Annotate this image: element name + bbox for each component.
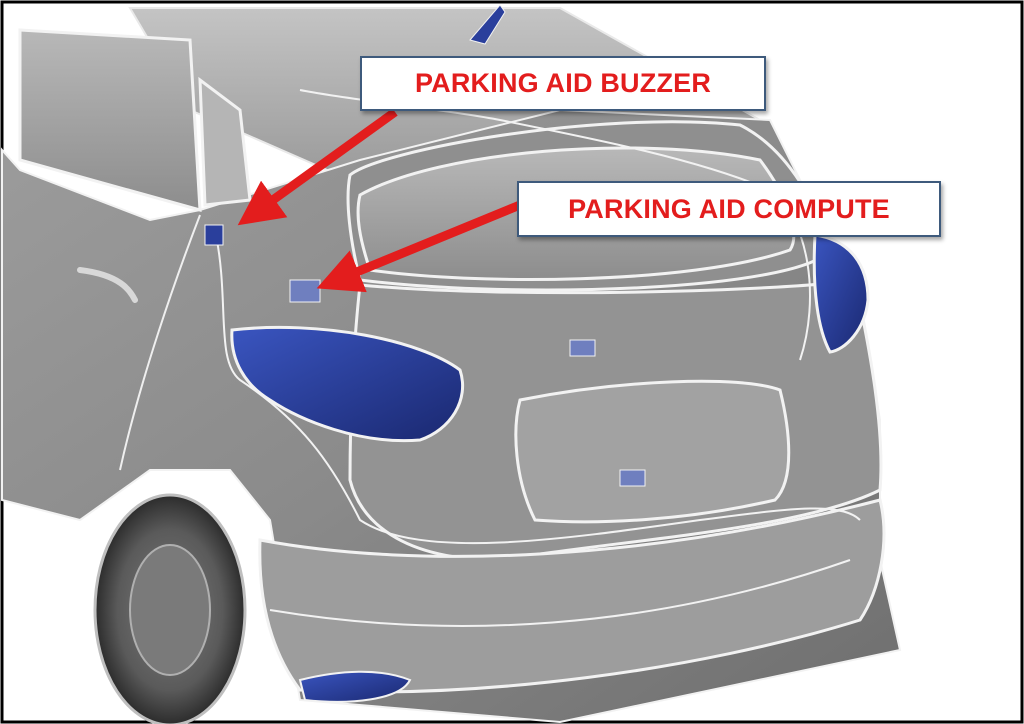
arrow-compute [316, 200, 522, 293]
plate-recess [514, 379, 791, 524]
callout-parking-aid-buzzer: PARKING AID BUZZER [360, 56, 766, 111]
side-window [18, 28, 202, 213]
rear-bumper [258, 498, 886, 694]
component-box [619, 469, 646, 487]
arrow-buzzer [237, 108, 398, 226]
antenna [469, 4, 506, 45]
wiring-bumper [269, 559, 851, 627]
door-handle [77, 267, 138, 303]
wiring-harness [214, 229, 861, 545]
left-tail-lamp [230, 325, 465, 443]
right-tail-lamp [812, 233, 870, 354]
door-seam [119, 214, 201, 471]
callout-label: PARKING AID BUZZER [414, 68, 712, 98]
callout-parking-aid-compute: PARKING AID COMPUTE [517, 181, 941, 237]
buzzer-unit [204, 224, 224, 246]
component-box [569, 339, 596, 357]
compute-unit [289, 279, 321, 303]
wheel-rim [129, 544, 211, 676]
fog-lamp [298, 670, 412, 703]
callout-label: PARKING AID COMPUTE [568, 193, 890, 224]
